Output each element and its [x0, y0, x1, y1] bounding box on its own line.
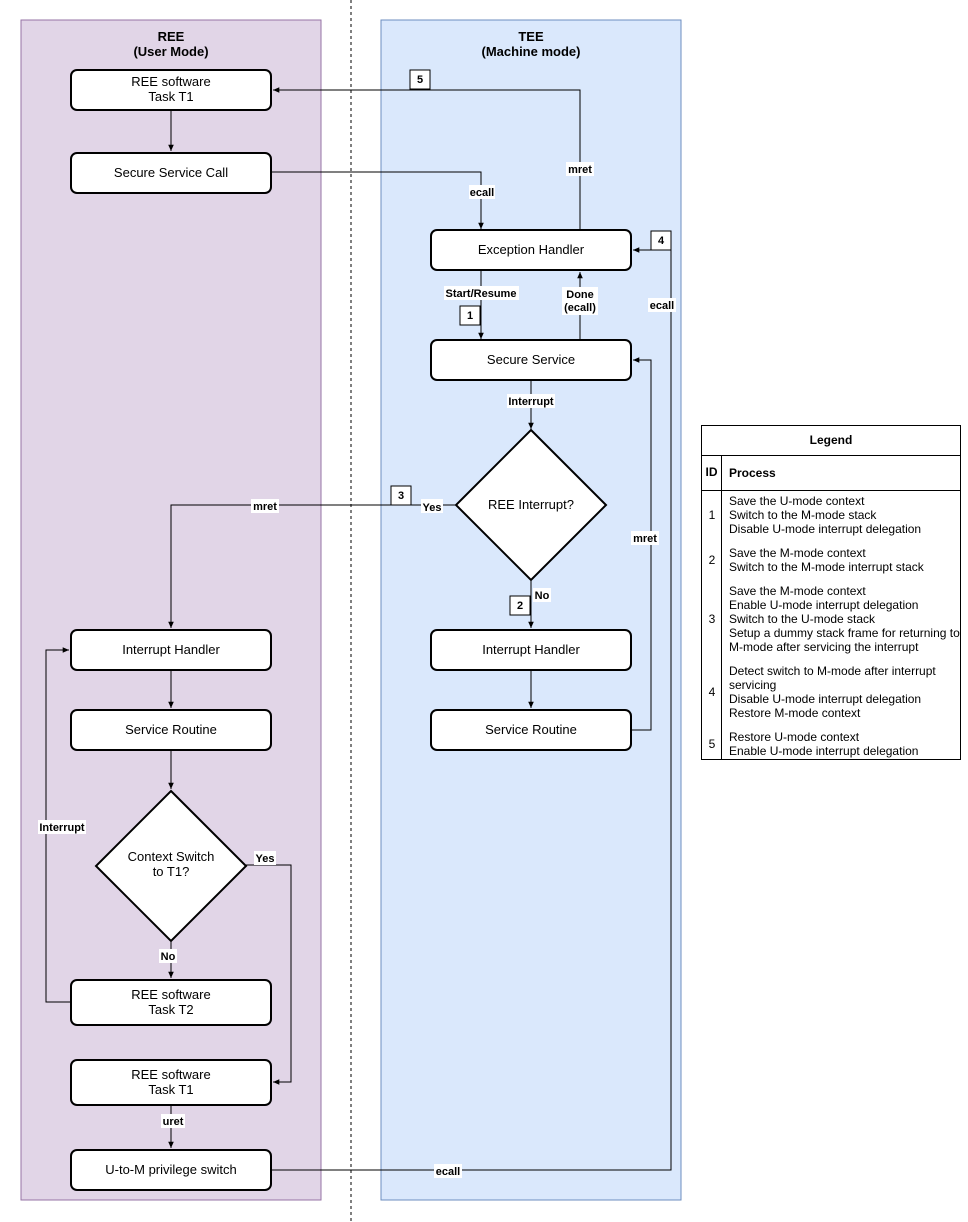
context-switch-line2: to T1?	[153, 864, 190, 879]
badge-3-text: 3	[398, 490, 404, 502]
done-ecall-label: (ecall)	[564, 302, 596, 314]
exception-handler-node	[430, 229, 632, 271]
ree-interrupt-decision	[454, 428, 608, 582]
ree-interrupt-handler-label: Interrupt Handler	[122, 642, 220, 657]
ree-task-t1-bottom-line1: REE software	[131, 1067, 210, 1082]
legend-table: Legend ID Process 1 Save the U-mode cont…	[701, 425, 961, 760]
uret-label: uret	[163, 1116, 184, 1128]
ree-service-routine-node	[70, 709, 272, 751]
tee-interrupt-handler-label: Interrupt Handler	[482, 642, 580, 657]
context-switch-decision	[94, 789, 248, 943]
ree-task-t1-top-line2: Task T1	[148, 89, 193, 104]
ree-task-t1-bottom-line2: Task T1	[148, 1082, 193, 1097]
ree-service-routine-label: Service Routine	[125, 722, 217, 737]
ree-task-t2-line2: Task T2	[148, 1002, 193, 1017]
yes-context-switch-label: Yes	[256, 853, 275, 865]
interrupt-tee-label: Interrupt	[508, 396, 554, 408]
legend-row-process: Save the M-mode context Enable U-mode in…	[729, 584, 960, 654]
ree-task-t1-bottom-node	[70, 1059, 272, 1106]
ecall-top-label: ecall	[470, 187, 494, 199]
legend-process-header: Process	[729, 466, 776, 480]
legend-title: Legend	[702, 426, 960, 456]
ree-interrupt-decision-label: REE Interrupt?	[488, 497, 574, 512]
legend-row-id: 5	[708, 737, 716, 751]
interrupt-ree-label: Interrupt	[39, 822, 85, 834]
badge-3	[390, 485, 412, 506]
mret-top-label: mret	[568, 164, 592, 176]
legend-row: 1 Save the U-mode context Switch to the …	[702, 493, 960, 537]
badge-4	[650, 230, 672, 251]
badge-1	[459, 305, 481, 326]
ree-interrupt-handler-node	[70, 629, 272, 671]
no-context-switch-label: No	[161, 951, 176, 963]
ecall-bottom-label: ecall	[436, 1166, 460, 1178]
ree-task-t1-top-line1: REE software	[131, 74, 210, 89]
ree-lane-title: REE	[158, 29, 185, 44]
secure-service-node	[430, 339, 632, 381]
ree-task-t2-line1: REE software	[131, 987, 210, 1002]
done-label: Done	[566, 289, 594, 301]
tee-service-routine-node	[430, 709, 632, 751]
badge-2	[509, 595, 531, 616]
u-to-m-switch-node	[70, 1149, 272, 1191]
tee-lane-title: TEE	[518, 29, 544, 44]
edge-decision-yes-to-ree-handler	[168, 504, 456, 628]
edge-call-to-exception	[271, 171, 484, 229]
legend-row: 4 Detect switch to M-mode after interrup…	[702, 663, 960, 721]
exception-handler-label: Exception Handler	[478, 242, 585, 257]
badge-1-text: 1	[467, 310, 473, 322]
tee-service-routine-label: Service Routine	[485, 722, 577, 737]
ree-lane-subtitle: (User Mode)	[133, 44, 208, 59]
mret-left-label: mret	[253, 501, 277, 513]
secure-service-call-node	[70, 152, 272, 194]
legend-row-id: 2	[708, 553, 716, 567]
legend-row: 2 Save the M-mode context Switch to the …	[702, 545, 960, 575]
badge-4-text: 4	[658, 235, 665, 247]
badge-2-text: 2	[517, 600, 523, 612]
mret-right-label: mret	[633, 533, 657, 545]
context-switch-line1: Context Switch	[128, 849, 215, 864]
legend-row: 3 Save the M-mode context Enable U-mode …	[702, 583, 960, 655]
ree-task-t2-node	[70, 979, 272, 1026]
ecall-right-label: ecall	[650, 300, 674, 312]
legend-body: 1 Save the U-mode context Switch to the …	[702, 491, 960, 759]
legend-row-id: 3	[708, 612, 716, 626]
start-resume-label: Start/Resume	[446, 288, 517, 300]
secure-service-call-label: Secure Service Call	[114, 165, 228, 180]
legend-row-id: 1	[708, 508, 716, 522]
legend-row-process: Detect switch to M-mode after interrupt …	[729, 664, 936, 720]
no-ree-interrupt-label: No	[535, 590, 550, 602]
yes-ree-interrupt-label: Yes	[423, 502, 442, 514]
u-to-m-switch-label: U-to-M privilege switch	[105, 1162, 236, 1177]
legend-row-process: Save the M-mode context Switch to the M-…	[729, 546, 924, 574]
badge-5	[409, 69, 431, 90]
legend-id-header: ID	[702, 456, 722, 490]
legend-header-row: ID Process	[702, 456, 960, 491]
badge-5-text: 5	[417, 74, 423, 86]
legend-row-process: Save the U-mode context Switch to the M-…	[729, 494, 922, 536]
legend-row-id: 4	[708, 685, 716, 699]
ree-task-t1-top-node	[70, 69, 272, 111]
legend-row-process: Restore U-mode context Enable U-mode int…	[729, 730, 919, 758]
legend-row: 5 Restore U-mode context Enable U-mode i…	[702, 729, 960, 759]
secure-service-label: Secure Service	[487, 352, 575, 367]
tee-interrupt-handler-node	[430, 629, 632, 671]
tee-lane-subtitle: (Machine mode)	[482, 44, 581, 59]
edge-exception-mret-to-t1	[273, 87, 581, 230]
